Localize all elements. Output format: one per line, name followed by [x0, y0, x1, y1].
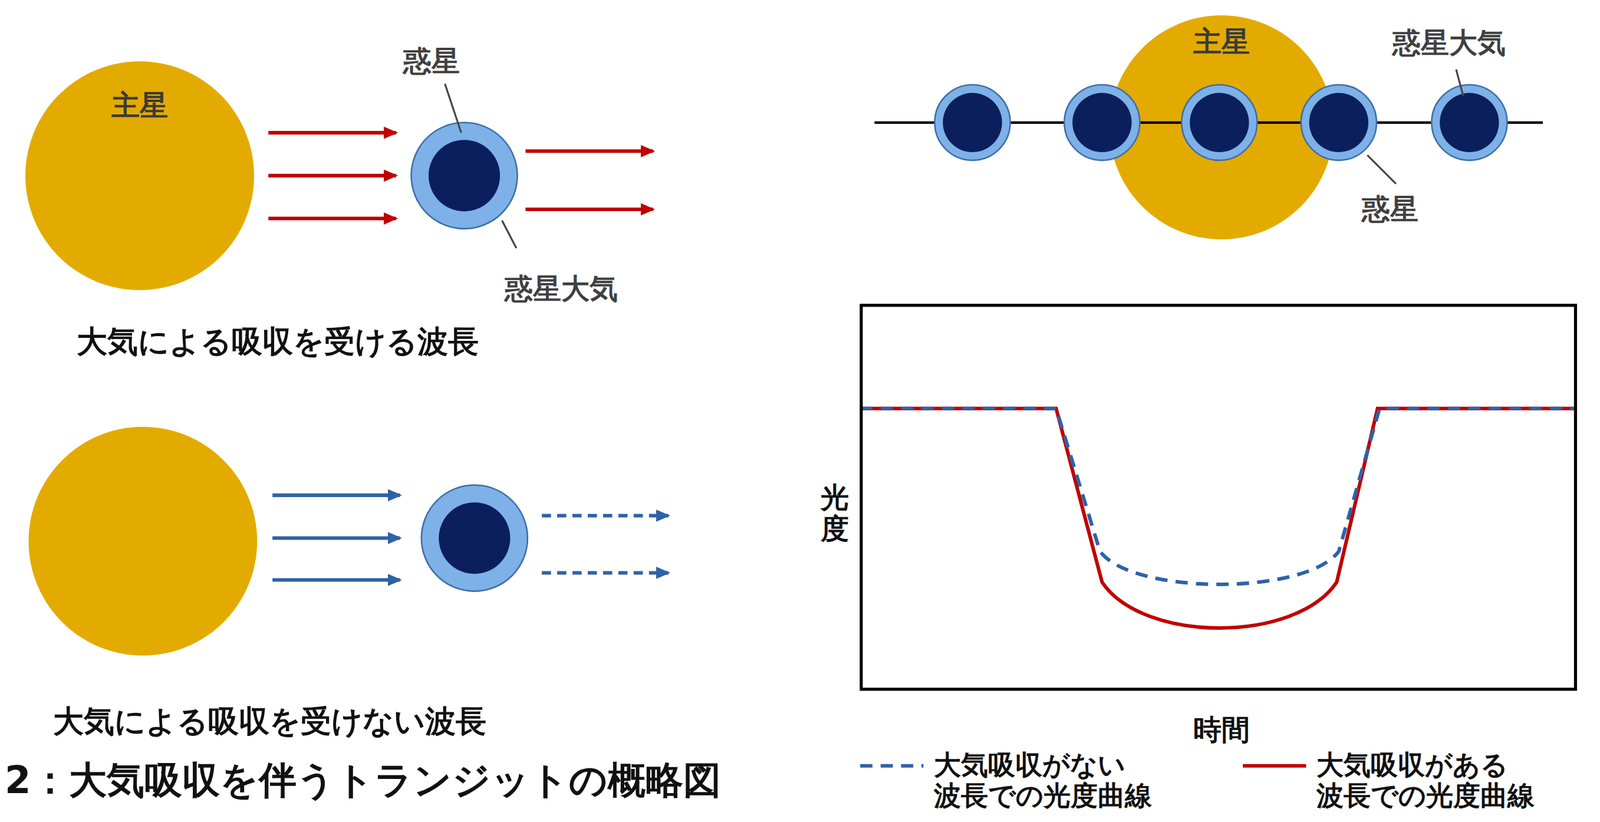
planet-with-atmosphere	[411, 122, 518, 229]
host-star: 主星	[1109, 15, 1334, 240]
legend-dashed-sample	[860, 764, 924, 768]
chart-frame	[861, 305, 1576, 690]
planet-label: 惑星	[1361, 192, 1419, 226]
panel-caption: 大気による吸収を受ける波長	[76, 324, 479, 360]
leader-lines	[445, 83, 517, 249]
planet-label: 惑星	[403, 44, 460, 78]
atmosphere-label: 惑星大気	[504, 272, 618, 305]
planet-with-atmosphere	[421, 485, 528, 592]
panel-caption: 大気による吸収を受けない波長	[53, 703, 487, 740]
star-label: 主星	[111, 89, 169, 121]
figure-title: 2：大気吸収を伴うトランジットの概略図	[4, 758, 722, 803]
atmosphere-label: 惑星大気	[1392, 26, 1506, 59]
transit-path	[874, 121, 1543, 124]
host-star	[28, 426, 258, 656]
planet-positions	[934, 84, 1507, 161]
incoming-red-arrows	[268, 132, 396, 219]
outgoing-red-arrows	[525, 150, 653, 210]
absorbed-light-curve	[862, 408, 1575, 628]
incoming-blue-arrows	[272, 495, 400, 581]
outgoing-dashed-arrows	[541, 515, 669, 573]
legend-text: 大気吸収がある 波長での光度曲線	[1316, 749, 1550, 812]
star-label: 主星	[1193, 25, 1250, 58]
legend-text: 大気吸収がない 波長での光度曲線	[933, 749, 1168, 812]
leader-lines	[1367, 69, 1464, 184]
axis-label: 光度	[820, 481, 849, 545]
host-star: 主星	[25, 61, 255, 291]
unabsorbed-light-curve	[862, 408, 1575, 585]
axis-label: 時間	[1193, 713, 1250, 746]
legend-solid-sample	[1242, 764, 1306, 768]
